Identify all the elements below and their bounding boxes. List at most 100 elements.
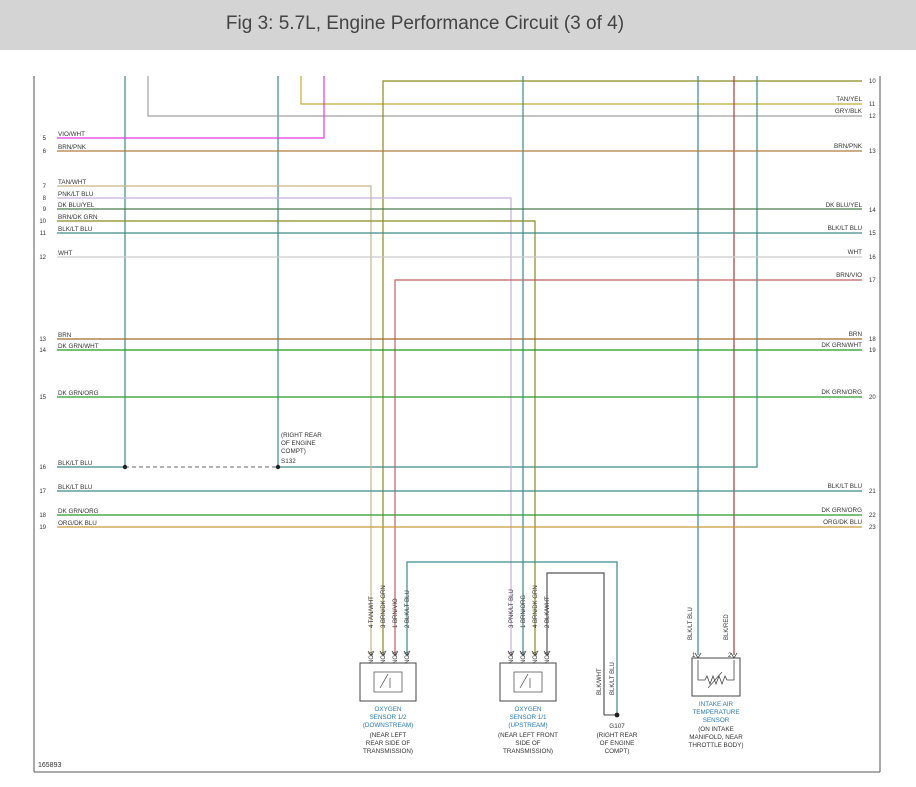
left-wire-number: 8 <box>43 196 47 202</box>
right-wire-label: BRN <box>849 331 863 338</box>
right-wire-number: 14 <box>869 208 876 214</box>
right-wire-label: ORG/DK BLU <box>823 519 862 526</box>
wire-tan-yel <box>300 76 862 105</box>
connector-chevron <box>543 650 551 657</box>
left-wire-number: 10 <box>39 219 46 225</box>
oxygen-sensor-upstream-location: SIDE OF <box>515 740 540 747</box>
left-wire-number: 14 <box>39 348 46 354</box>
left-wire-number: 15 <box>39 395 46 401</box>
iat-sensor-name: SENSOR <box>703 717 730 724</box>
oxygen-sensor-downstream-nca: NCA <box>405 651 411 664</box>
iat-sensor-name: INTAKE AIR <box>699 701 734 708</box>
right-wire-number: 22 <box>869 513 876 519</box>
connector-chevron <box>730 652 738 659</box>
oxygen-sensor-downstream-pin-label: 1 BRN/VIO <box>393 598 399 628</box>
splice-location: COMPT) <box>281 448 306 455</box>
splice-location: (RIGHT REAR <box>281 432 322 439</box>
right-wire-number: 15 <box>869 231 876 237</box>
left-wire-label: TAN/WHT <box>58 179 86 186</box>
left-wire-number: 16 <box>39 465 46 471</box>
right-wire-label: BRN/PNK <box>834 143 863 150</box>
splice-location: OF ENGINE <box>281 440 316 447</box>
left-wire-label: BRN/DK GRN <box>58 214 98 221</box>
sensor-element <box>373 671 403 693</box>
right-wire-number: 12 <box>869 114 876 120</box>
oxygen-sensor-upstream-nca: NCA <box>545 651 551 664</box>
ground-wire-label: BLK/WHT <box>597 668 603 695</box>
oxygen-sensor-upstream-pin-label: 2 BLK/WHT <box>545 596 551 628</box>
figure-header: Fig 3: 5.7L, Engine Performance Circuit … <box>0 0 916 50</box>
left-wire-number: 17 <box>39 489 46 495</box>
right-wire-label: DK BLU/YEL <box>826 202 863 209</box>
iat-sensor-location: THROTTLE BODY) <box>689 742 744 749</box>
right-wire-label: BLK/LT BLU <box>828 483 863 490</box>
left-wire-number: 7 <box>43 184 47 190</box>
oxygen-sensor-upstream-location: TRANSMISSION) <box>503 748 553 755</box>
left-wire-label: PNK/LT BLU <box>58 191 94 198</box>
wire-vio-wht <box>57 76 325 139</box>
right-wire-number: 23 <box>869 525 876 531</box>
left-wire-label: ORG/DK BLU <box>58 520 97 527</box>
left-wire-number: 11 <box>40 231 47 237</box>
right-wire-label: DK GRN/ORG <box>821 507 862 514</box>
ground-name: G107 <box>609 723 625 730</box>
right-wire-label: WHT <box>848 249 862 256</box>
left-wire-label: BRN/PNK <box>58 144 87 151</box>
ground-wire-label: BLK/LT BLU <box>610 662 616 695</box>
thermistor-symbol <box>697 660 735 686</box>
junction-dot <box>122 464 128 470</box>
right-wire-number: 10 <box>869 79 876 85</box>
connector-chevron <box>367 650 375 657</box>
oxygen-sensor-symbol <box>373 671 403 693</box>
left-wire-label: BLK/LT BLU <box>58 460 93 467</box>
oxygen-sensor-upstream-name: SENSOR 1/1 <box>509 714 547 721</box>
iat-sensor-pin-number: 1 <box>692 653 696 659</box>
right-wire-number: 20 <box>869 395 876 401</box>
wire-o2-down-ground <box>406 561 618 715</box>
oxygen-sensor-downstream-location: REAR SIDE OF <box>366 740 411 747</box>
left-wire-label: BLK/LT BLU <box>58 484 93 491</box>
figure-title: Fig 3: 5.7L, Engine Performance Circuit … <box>225 13 625 34</box>
iat-sensor-location: MANIFOLD, NEAR <box>689 734 743 741</box>
iat-sensor-name: TEMPERATURE <box>692 709 739 716</box>
oxygen-sensor-upstream-nca: NCA <box>521 651 527 664</box>
oxygen-sensor-upstream-nca: NCA <box>533 651 539 664</box>
connector-chevron <box>379 650 387 657</box>
ground-location: COMPT) <box>605 748 630 755</box>
iat-sensor-pin-wire: BLK/LT BLU <box>688 607 694 640</box>
oxygen-sensor-downstream-name: SENSOR 1/2 <box>369 714 407 721</box>
sensor-slash <box>379 673 389 689</box>
left-wire-label: DK GRN/WHT <box>58 343 99 350</box>
wire-o2-up-ground <box>546 572 605 715</box>
left-wire-label: DK GRN/ORG <box>58 390 99 397</box>
oxygen-sensor-downstream-location: (NEAR LEFT <box>370 732 407 739</box>
oxygen-sensor-upstream-name: OXYGEN <box>515 706 542 713</box>
sensor-slash <box>519 673 529 689</box>
sensor-element <box>513 671 543 693</box>
left-wire-number: 19 <box>39 525 46 531</box>
right-wire-number: 19 <box>869 348 876 354</box>
ground-location: OF ENGINE <box>600 740 635 747</box>
oxygen-sensor-upstream-name: (UPSTREAM) <box>508 722 547 729</box>
left-wire-number: 9 <box>43 207 47 213</box>
wire-blk-lt-blu-to-splice <box>278 76 758 468</box>
left-wire-label: DK GRN/ORG <box>58 508 99 515</box>
oxygen-sensor-downstream-nca: NCA <box>393 651 399 664</box>
oxygen-sensor-upstream-box <box>499 662 557 702</box>
oxygen-sensor-downstream-pin-label: 4 TAN/WHT <box>369 596 375 628</box>
wires-layer <box>57 76 862 715</box>
oxygen-sensor-upstream-pin-label: 1 BRN/ORG <box>521 595 527 628</box>
right-wire-number: 18 <box>869 337 876 343</box>
oxygen-sensor-symbol <box>513 671 543 693</box>
oxygen-sensor-downstream-pin-label: 3 BRN/DK GRN <box>381 585 387 628</box>
connector-chevron <box>531 650 539 657</box>
oxygen-sensor-downstream-name: OXYGEN <box>375 706 402 713</box>
right-wire-label: DK GRN/WHT <box>821 342 862 349</box>
right-wire-label: BRN/VIO <box>836 272 862 279</box>
left-wire-number: 13 <box>39 337 46 343</box>
right-wire-number: 21 <box>869 489 876 495</box>
left-wire-number: 12 <box>39 255 46 261</box>
ground-dot <box>614 712 620 718</box>
